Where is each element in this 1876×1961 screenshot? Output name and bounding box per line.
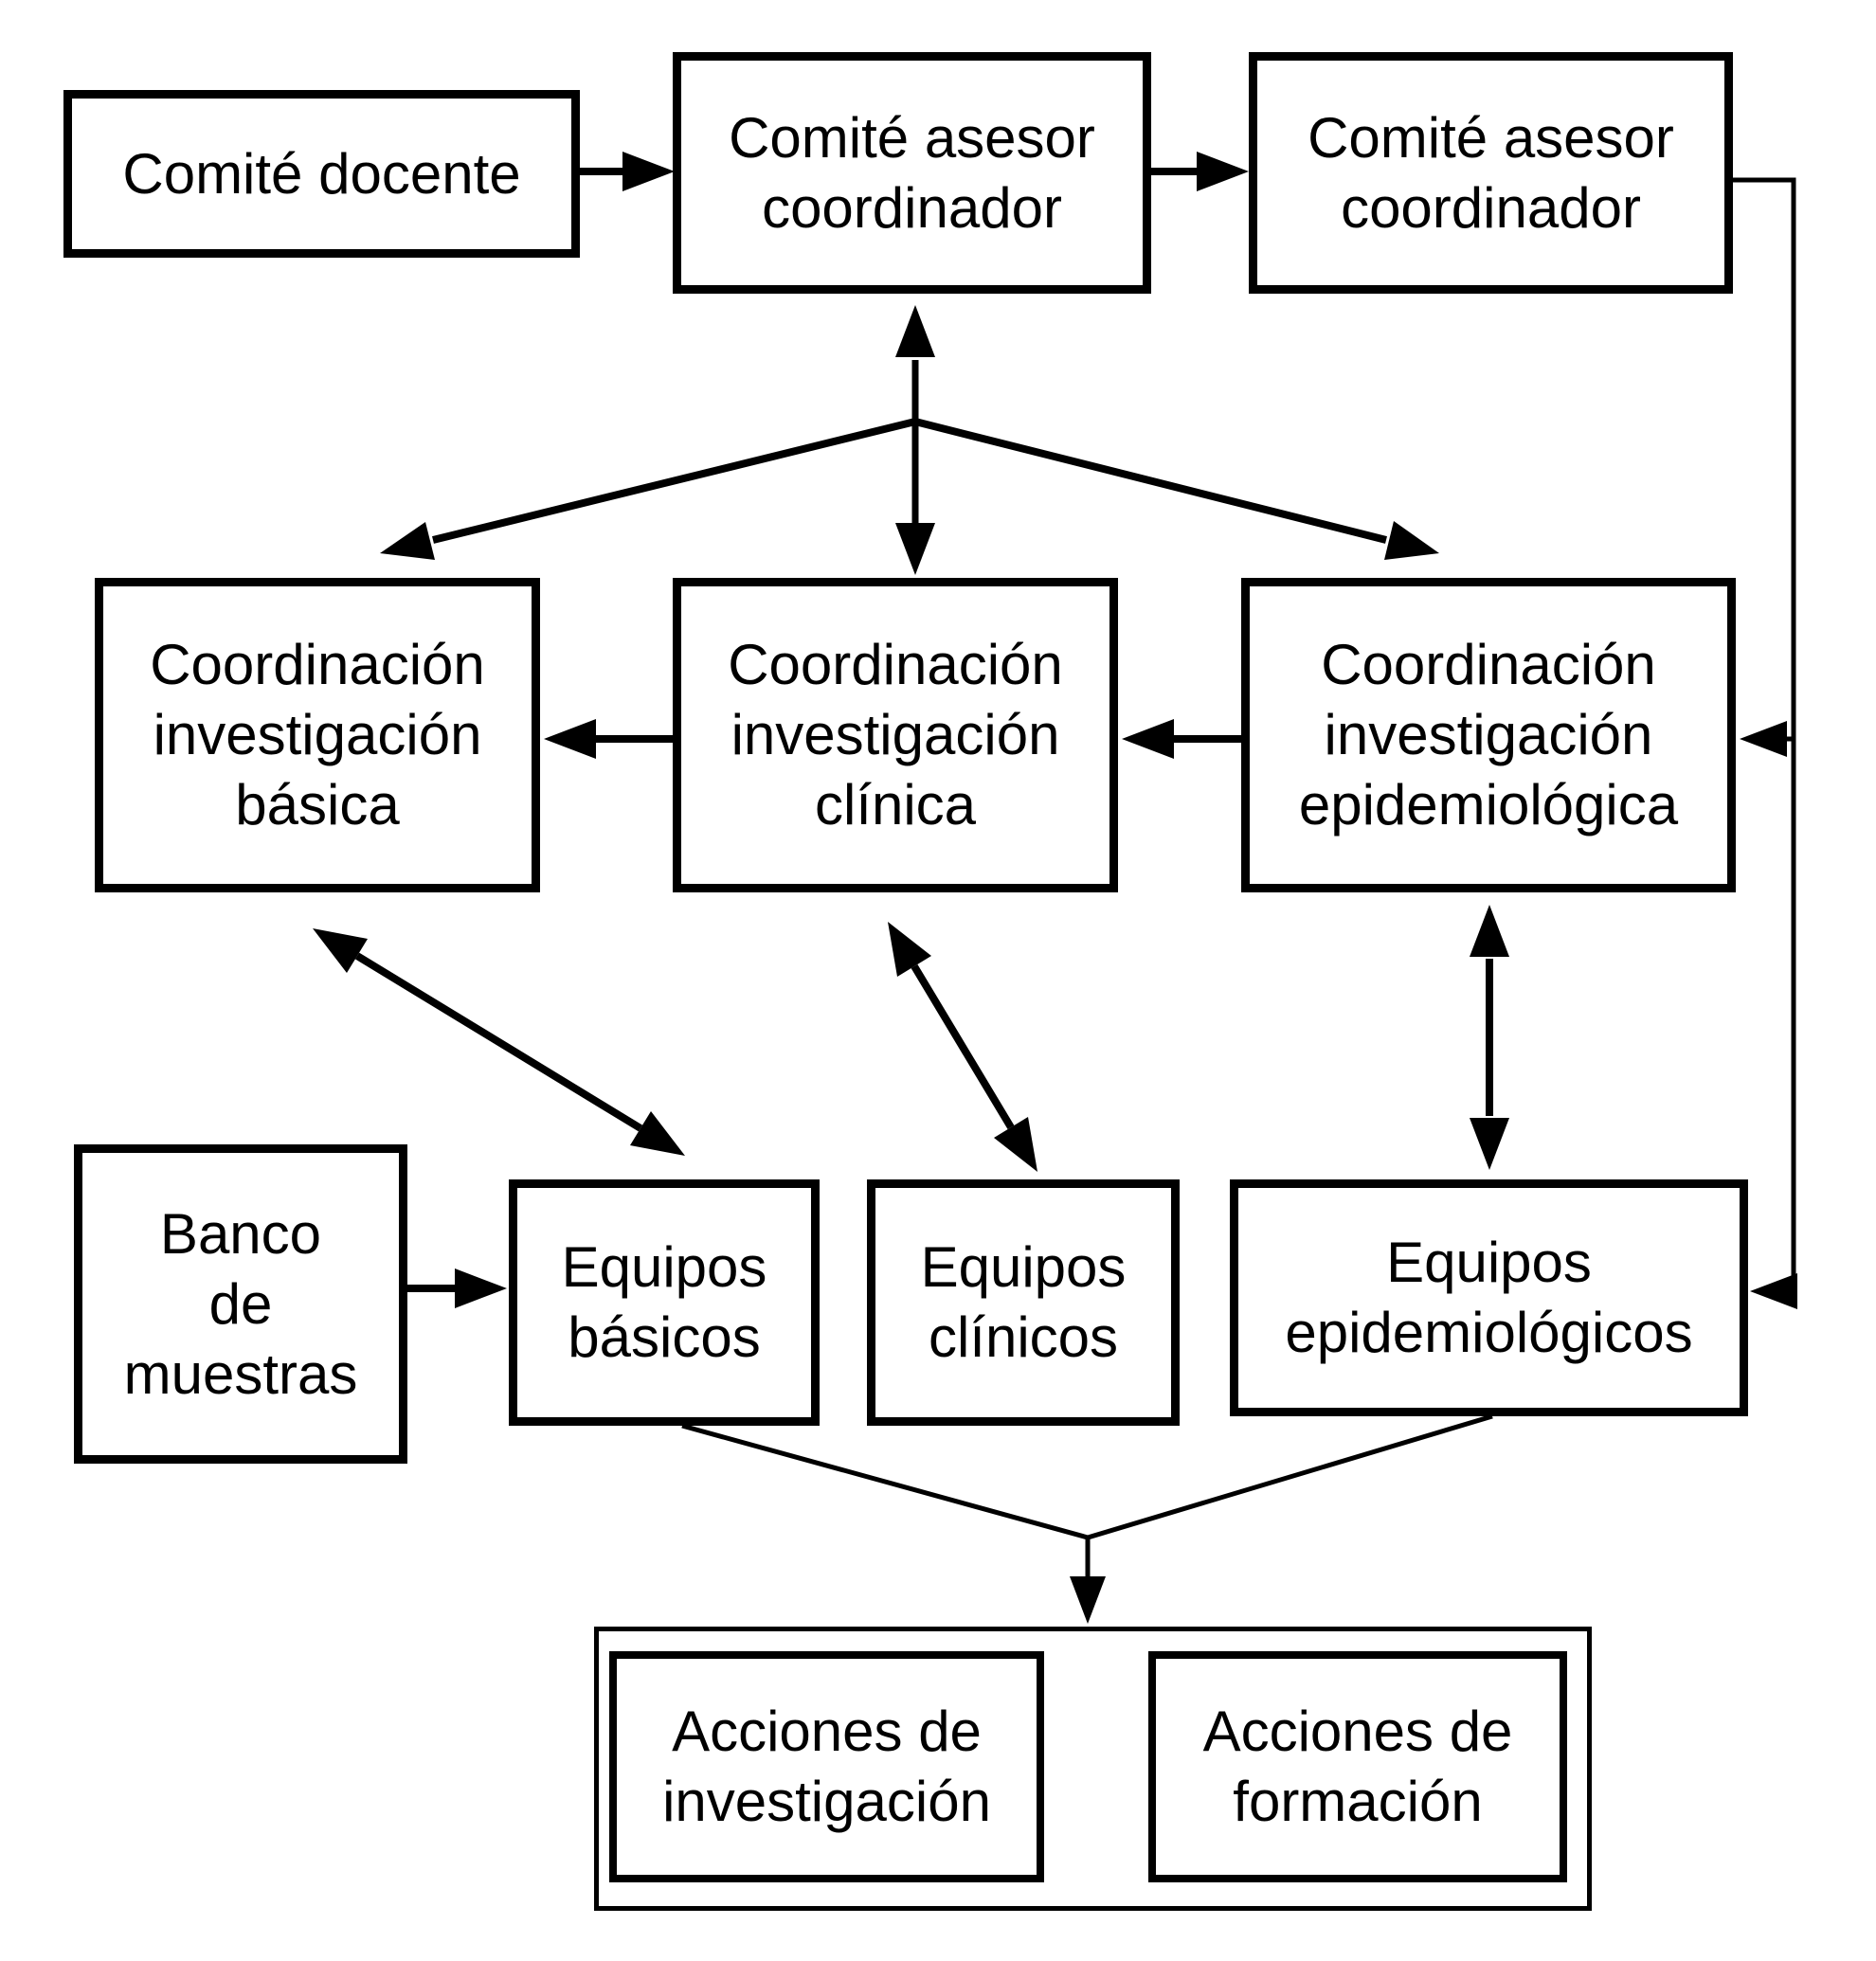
arrow-banco-muestras-to-equipos-basicos [407, 1268, 507, 1308]
arrow-comite-asesor-2-route-to-equipos-epidemiologicos [1733, 177, 1797, 1309]
node-acciones-de-investigacion: Acciones de investigación [609, 1651, 1044, 1882]
arrow-comite-docente-to-comite-asesor-1 [580, 152, 675, 191]
node-acciones-de-formacion: Acciones de formación [1148, 1651, 1567, 1882]
node-equipos-epidemiologicos: Equipos epidemiológicos [1230, 1179, 1748, 1416]
node-comite-docente: Comité docente [63, 90, 580, 258]
arrow-double-coordinacion-epi-equipos-epi [1470, 905, 1509, 1170]
arrow-fanout-diagonal-to-coordinacion-epidemiologica [914, 418, 1439, 560]
node-coordinacion-investigacion-clinica: Coordinación investigación clínica [673, 578, 1118, 892]
arrow-route-branch-to-coordinacion-epidemiologica [1740, 721, 1794, 757]
node-equipos-basicos: Equipos básicos [509, 1179, 820, 1426]
arrow-fanout-up-to-comite-asesor-1 [895, 305, 935, 422]
arrow-double-coordinacion-basica-equipos-basicos [313, 928, 685, 1156]
node-coordinacion-investigacion-epidemiologica: Coordinación investigación epidemiológic… [1241, 578, 1736, 892]
node-comite-asesor-coordinador-1: Comité asesor coordinador [673, 52, 1151, 294]
arrow-comite-asesor-1-to-comite-asesor-2 [1151, 152, 1249, 191]
node-comite-asesor-coordinador-2: Comité asesor coordinador [1249, 52, 1733, 294]
arrow-coordinacion-epidemiologica-to-clinica [1122, 719, 1241, 759]
arrow-fanout-down-to-coordinacion-clinica [895, 422, 935, 575]
node-coordinacion-investigacion-basica: Coordinación investigación básica [95, 578, 540, 892]
node-equipos-clinicos: Equipos clínicos [867, 1179, 1180, 1426]
arrow-coordinacion-clinica-to-basica [544, 719, 673, 759]
arrow-fanout-diagonal-to-coordinacion-basica [380, 418, 916, 560]
arrow-converge-to-acciones [681, 1413, 1493, 1624]
arrow-double-coordinacion-clinica-equipos-clinicos [888, 922, 1037, 1172]
node-banco-de-muestras: Banco de muestras [74, 1144, 407, 1464]
